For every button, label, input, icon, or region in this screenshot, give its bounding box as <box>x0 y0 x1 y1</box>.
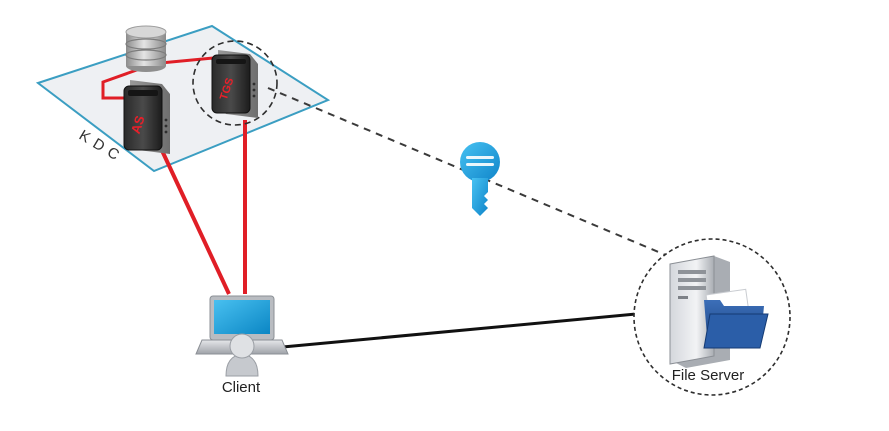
file-server-label: File Server <box>672 367 745 384</box>
key-icon <box>460 142 500 216</box>
as-label: AS <box>128 113 148 135</box>
connections <box>156 87 669 350</box>
user-icon <box>225 333 259 377</box>
kdc-platform: KDC <box>35 24 331 173</box>
client-node: Client <box>195 295 289 396</box>
tgs-highlight-circle <box>192 40 278 126</box>
as-server: AS <box>123 80 170 154</box>
tgs-server: TGS <box>192 40 278 126</box>
file-server-node: File Server <box>633 238 791 396</box>
client-label: Client <box>222 379 261 396</box>
client-to-fileserver-link <box>271 309 669 350</box>
database-icon <box>125 25 167 72</box>
as-to-client-link <box>156 141 231 295</box>
folder-icon <box>703 288 769 349</box>
